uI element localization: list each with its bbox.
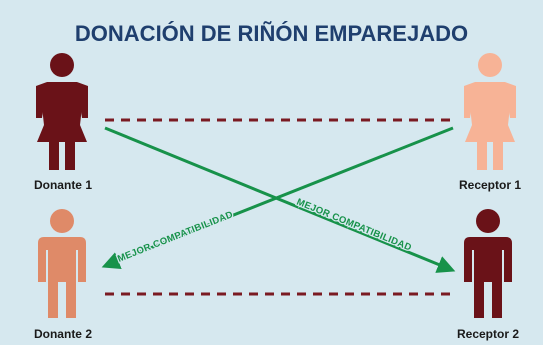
recipient2-male-figure-icon: [464, 209, 512, 318]
donor2-label: Donante 2: [34, 327, 92, 341]
arrow-donor1-to-recipient2: [104, 126, 456, 273]
donor1-female-figure-icon: [36, 53, 88, 170]
recipient1-female-figure-icon: [464, 53, 516, 170]
donor2-male-figure-icon: [38, 209, 86, 318]
arrow-recipient1-to-donor2: [101, 126, 454, 270]
recipient1-label: Receptor 1: [459, 178, 521, 192]
diagram-title: DONACIÓN DE RIÑÓN EMPAREJADO: [75, 21, 468, 46]
recipient2-label: Receptor 2: [457, 327, 519, 341]
donor1-label: Donante 1: [34, 178, 92, 192]
